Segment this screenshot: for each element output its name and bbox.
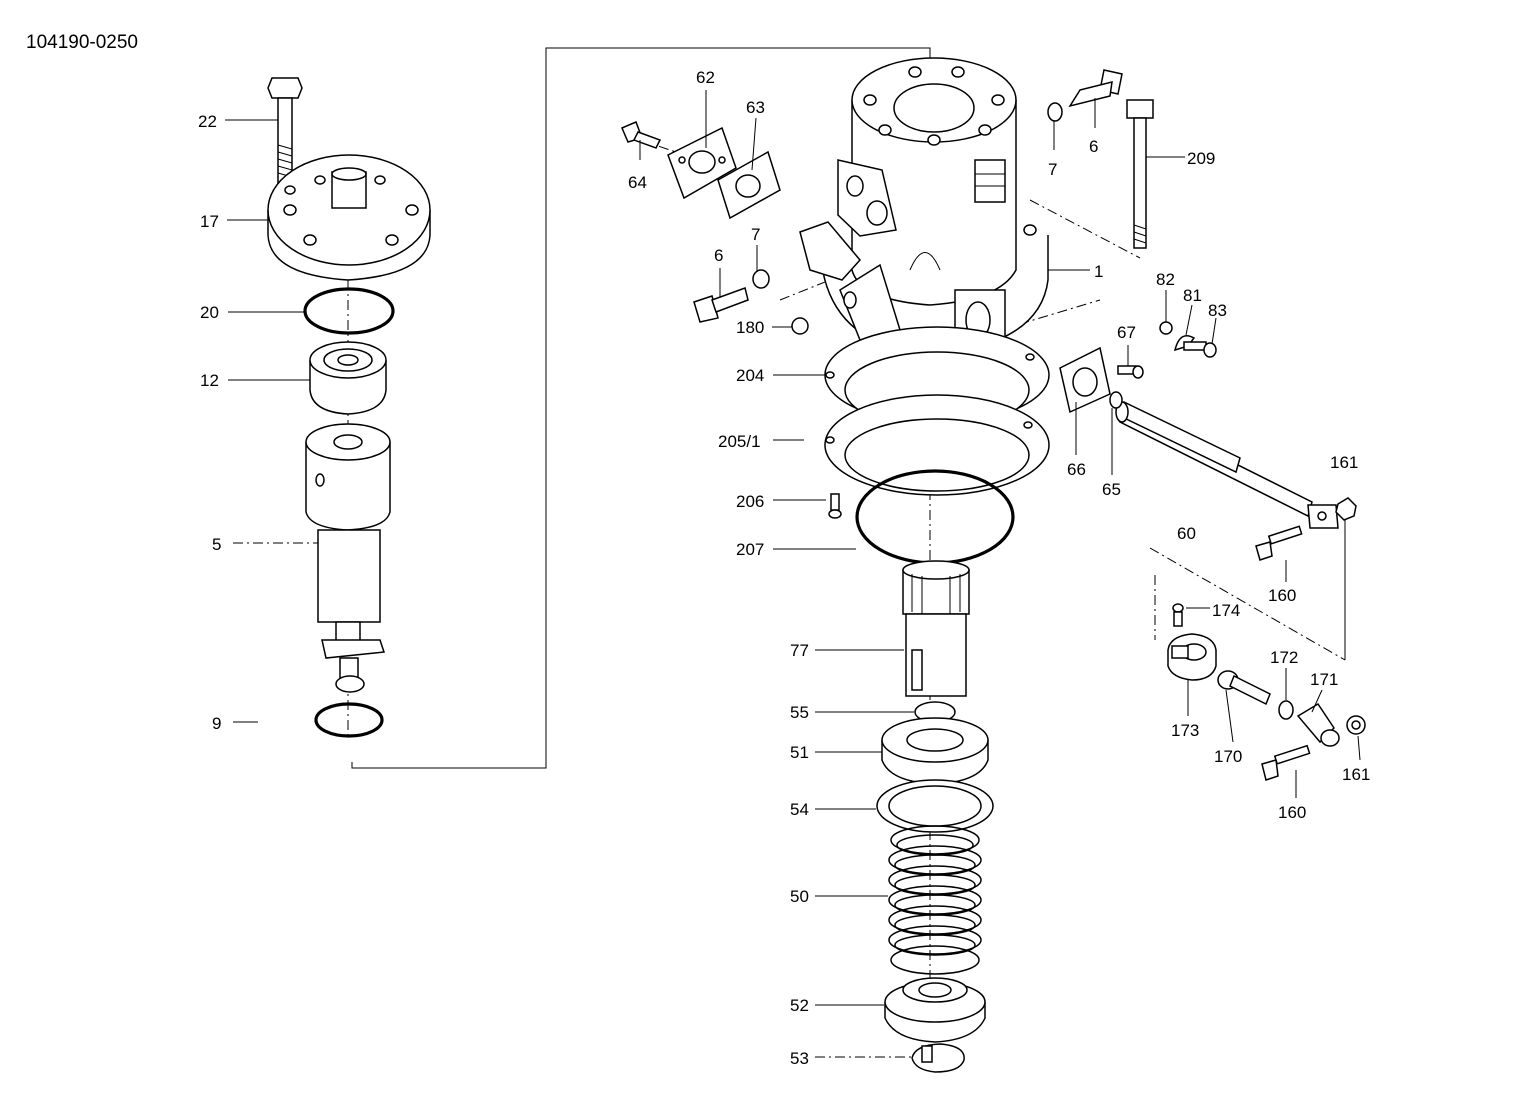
callout-63: 63 (746, 98, 765, 117)
callout-7-left: 7 (751, 225, 760, 244)
rod-end-171 (1296, 702, 1340, 747)
shim-54 (876, 779, 994, 833)
valve-12 (309, 341, 387, 415)
control-rack-60 (1115, 400, 1339, 529)
callout-160-top: 160 (1268, 586, 1296, 605)
control-sleeve-77 (902, 560, 970, 697)
callout-54: 54 (790, 800, 809, 819)
bolt-22 (267, 77, 303, 184)
rod-end-170 (1217, 670, 1271, 706)
callout-50: 50 (790, 887, 809, 906)
callout-1: 1 (1094, 262, 1103, 281)
clamp-173 (1167, 633, 1217, 681)
callout-5: 5 (212, 535, 221, 554)
callout-83: 83 (1208, 301, 1227, 320)
callout-7-right: 7 (1048, 160, 1057, 179)
nut-161-bottom (1346, 715, 1366, 735)
bolt-209 (1126, 99, 1154, 249)
plug-6-left (693, 287, 749, 323)
callout-170: 170 (1214, 747, 1242, 766)
plug-6-right (1068, 69, 1123, 108)
nut-172 (1278, 700, 1294, 720)
callout-65: 65 (1102, 480, 1121, 499)
pump-housing-1 (799, 57, 1049, 356)
callout-207: 207 (736, 540, 764, 559)
washer-7-right (1047, 102, 1063, 122)
cover-17 (267, 154, 431, 281)
screw-206 (828, 493, 842, 519)
callout-81: 81 (1183, 286, 1202, 305)
callout-66: 66 (1067, 460, 1086, 479)
callout-82: 82 (1156, 270, 1175, 289)
callout-64: 64 (628, 173, 647, 192)
callout-20: 20 (200, 303, 219, 322)
bolt-160-bottom (1261, 744, 1311, 781)
callout-206: 206 (736, 492, 764, 511)
callout-161-top: 161 (1330, 453, 1358, 472)
callout-22: 22 (198, 112, 217, 131)
plug-180 (791, 317, 809, 335)
bolt-160-top (1255, 525, 1303, 561)
callout-6-right: 6 (1089, 137, 1098, 156)
callout-17: 17 (200, 212, 219, 231)
callout-6-left: 6 (714, 246, 723, 265)
callout-173: 173 (1171, 721, 1199, 740)
callout-172: 172 (1270, 648, 1298, 667)
element-5 (305, 423, 391, 693)
bush-66 (1059, 346, 1111, 414)
small-parts-82-81-83 (1159, 321, 1217, 358)
screw-174 (1172, 603, 1184, 627)
screw-64 (621, 121, 662, 149)
washer-7-left (752, 269, 770, 289)
callout-174: 174 (1212, 601, 1240, 620)
o-ring-20 (303, 287, 395, 335)
callout-62: 62 (696, 68, 715, 87)
gasket-63 (717, 150, 781, 220)
o-ring-9 (314, 702, 384, 738)
gasket-205-1 (824, 394, 1050, 496)
callout-171: 171 (1310, 670, 1338, 689)
callout-67: 67 (1117, 323, 1136, 342)
callout-209: 209 (1187, 149, 1215, 168)
callout-12: 12 (200, 371, 219, 390)
spring-50 (888, 825, 982, 975)
callout-51: 51 (790, 743, 809, 762)
callout-52: 52 (790, 996, 809, 1015)
callout-labels: 22 17 20 12 5 9 62 63 64 7 6 6 7 180 1 2… (198, 68, 1370, 1068)
callout-60: 60 (1177, 524, 1196, 543)
leader-lines (225, 90, 1361, 1058)
callout-55: 55 (790, 703, 809, 722)
screw-67 (1117, 365, 1144, 379)
drawing-number: 104190-0250 (26, 32, 138, 53)
callout-161-bottom: 161 (1342, 765, 1370, 784)
callout-180: 180 (736, 318, 764, 337)
callout-204: 204 (736, 366, 764, 385)
spring-seat-51 (881, 717, 989, 785)
spring-seat-52 (884, 977, 986, 1043)
tappet-53 (911, 1043, 965, 1073)
callout-53: 53 (790, 1049, 809, 1068)
callout-77: 77 (790, 641, 809, 660)
callout-160-bottom: 160 (1278, 803, 1306, 822)
callout-205-1: 205/1 (718, 432, 761, 451)
nut-161-top (1335, 497, 1357, 521)
o-ring-65 (1109, 391, 1123, 409)
flange-62 (667, 126, 737, 200)
callout-9: 9 (212, 714, 221, 733)
